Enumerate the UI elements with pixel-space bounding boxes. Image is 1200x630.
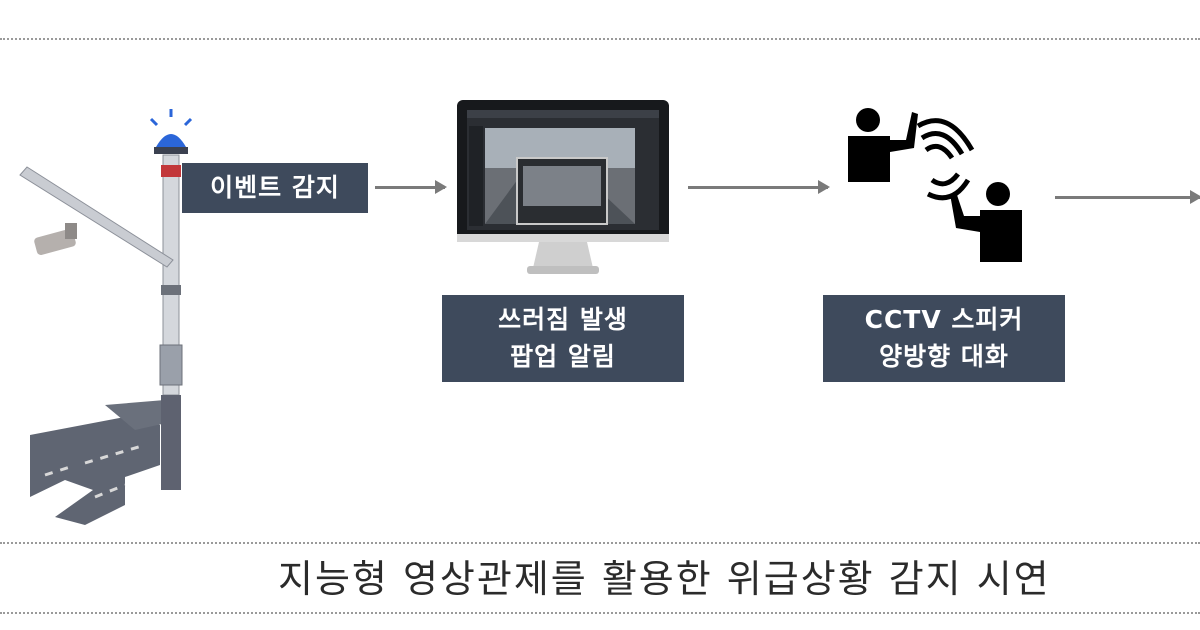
fall-popup-alert-box: 쓰러짐 발생 팝업 알림 — [442, 295, 684, 382]
flow-arrow-3 — [1055, 190, 1200, 204]
event-detection-box: 이벤트 감지 — [182, 163, 368, 213]
two-way-talk-illustration — [848, 108, 1022, 262]
fall-alert-line1: 쓰러짐 발생 — [498, 305, 628, 335]
sound-wave-icon — [916, 118, 975, 201]
cctv-camera-icon — [34, 223, 77, 255]
cctv-speaker-talk-box: CCTV 스피커 양방향 대화 — [823, 295, 1065, 382]
person-waving-icon — [848, 108, 918, 182]
flow-arrow-2 — [688, 180, 830, 194]
cctv-talk-line2: 양방향 대화 — [879, 341, 1009, 371]
flow-arrow-1 — [375, 180, 447, 194]
figure-caption: 지능형 영상관제를 활용한 위급상황 감지 시연 — [278, 557, 1051, 601]
person-talking-icon — [950, 182, 1022, 262]
fall-alert-line2: 팝업 알림 — [510, 341, 616, 371]
siren-icon — [149, 109, 193, 154]
event-detection-label: 이벤트 감지 — [210, 172, 340, 202]
top-divider — [0, 38, 1200, 40]
cctv-pole-illustration — [19, 109, 193, 525]
cctv-talk-line1: CCTV 스피커 — [864, 305, 1024, 335]
bottom-divider — [0, 612, 1200, 614]
road-icon — [30, 400, 180, 525]
monitor-icon — [457, 100, 669, 274]
middle-divider — [0, 542, 1200, 544]
